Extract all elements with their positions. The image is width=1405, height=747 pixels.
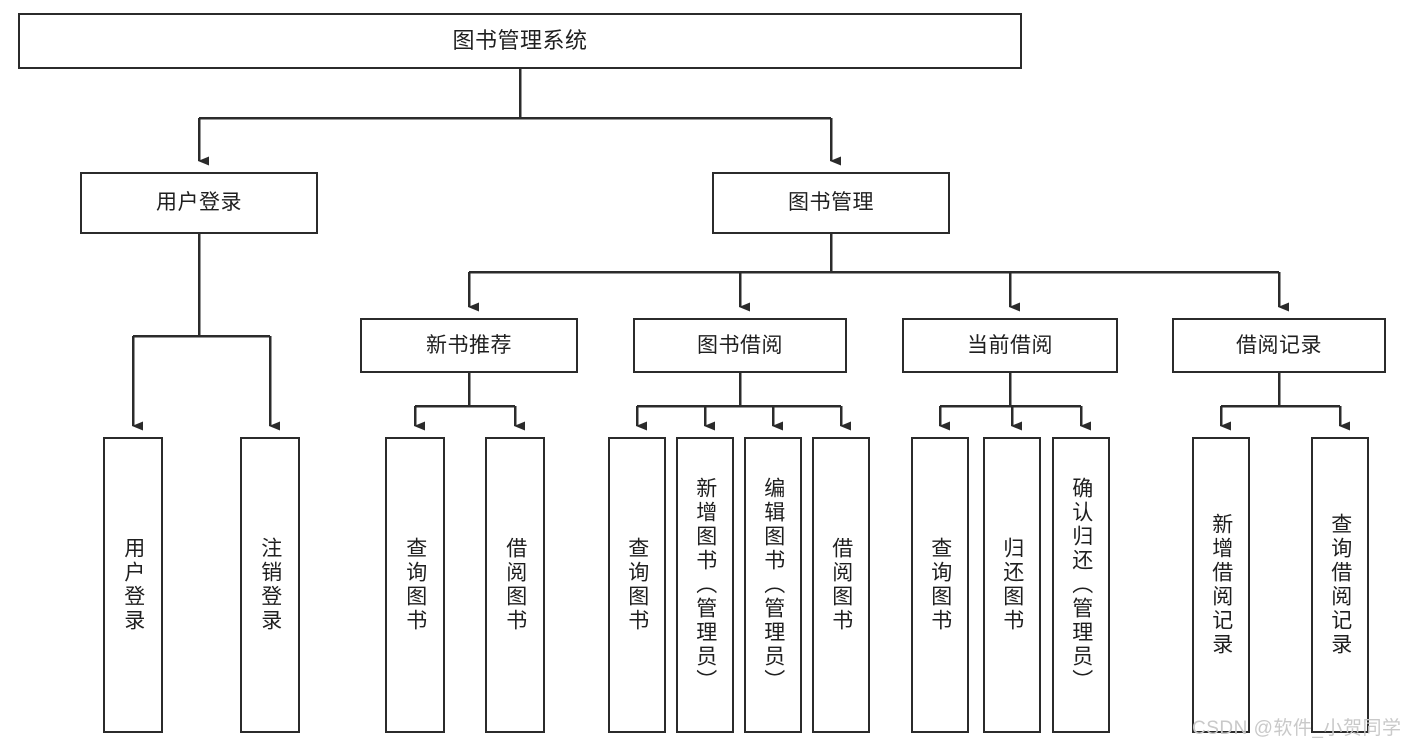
node-label: 查询借阅记录 (1328, 513, 1352, 657)
node-borrowing-record[interactable]: 借阅记录 (1172, 318, 1386, 373)
node-label: 借阅图书 (829, 537, 853, 633)
node-book-borrowing[interactable]: 图书借阅 (633, 318, 847, 373)
node-leaf-add-book-admin[interactable]: 新增图书（管理员） (676, 437, 734, 733)
node-leaf-query-book-borrow[interactable]: 查询图书 (608, 437, 666, 733)
node-leaf-confirm-return-admin[interactable]: 确认归还（管理员） (1052, 437, 1110, 733)
node-label: 注销登录 (258, 537, 282, 633)
csdn-watermark: CSDN @软件_小贺同学 (1192, 718, 1402, 739)
node-label: 归还图书 (1000, 537, 1024, 633)
node-leaf-add-borrow-record[interactable]: 新增借阅记录 (1192, 437, 1250, 733)
node-label: 确认归还（管理员） (1069, 477, 1093, 693)
node-leaf-borrow-book-recommend[interactable]: 借阅图书 (485, 437, 545, 733)
node-current-borrowing[interactable]: 当前借阅 (902, 318, 1118, 373)
node-book-management[interactable]: 图书管理 (712, 172, 950, 234)
node-label: 查询图书 (625, 537, 649, 633)
node-label: 新增借阅记录 (1209, 513, 1233, 657)
node-new-book-recommendation[interactable]: 新书推荐 (360, 318, 578, 373)
node-root-system[interactable]: 图书管理系统 (18, 13, 1022, 69)
node-leaf-query-book-recommend[interactable]: 查询图书 (385, 437, 445, 733)
node-label: 查询图书 (403, 537, 427, 633)
node-label: 查询图书 (928, 537, 952, 633)
node-leaf-logout-login[interactable]: 注销登录 (240, 437, 300, 733)
node-label: 借阅图书 (503, 537, 527, 633)
node-leaf-user-login[interactable]: 用户登录 (103, 437, 163, 733)
node-leaf-query-book-current[interactable]: 查询图书 (911, 437, 969, 733)
node-label: 用户登录 (121, 537, 145, 633)
node-leaf-borrow-book[interactable]: 借阅图书 (812, 437, 870, 733)
node-label: 新增图书（管理员） (693, 477, 717, 693)
node-leaf-query-borrow-record[interactable]: 查询借阅记录 (1311, 437, 1369, 733)
node-leaf-edit-book-admin[interactable]: 编辑图书（管理员） (744, 437, 802, 733)
node-leaf-return-book[interactable]: 归还图书 (983, 437, 1041, 733)
node-label: 编辑图书（管理员） (761, 477, 785, 693)
node-user-login[interactable]: 用户登录 (80, 172, 318, 234)
